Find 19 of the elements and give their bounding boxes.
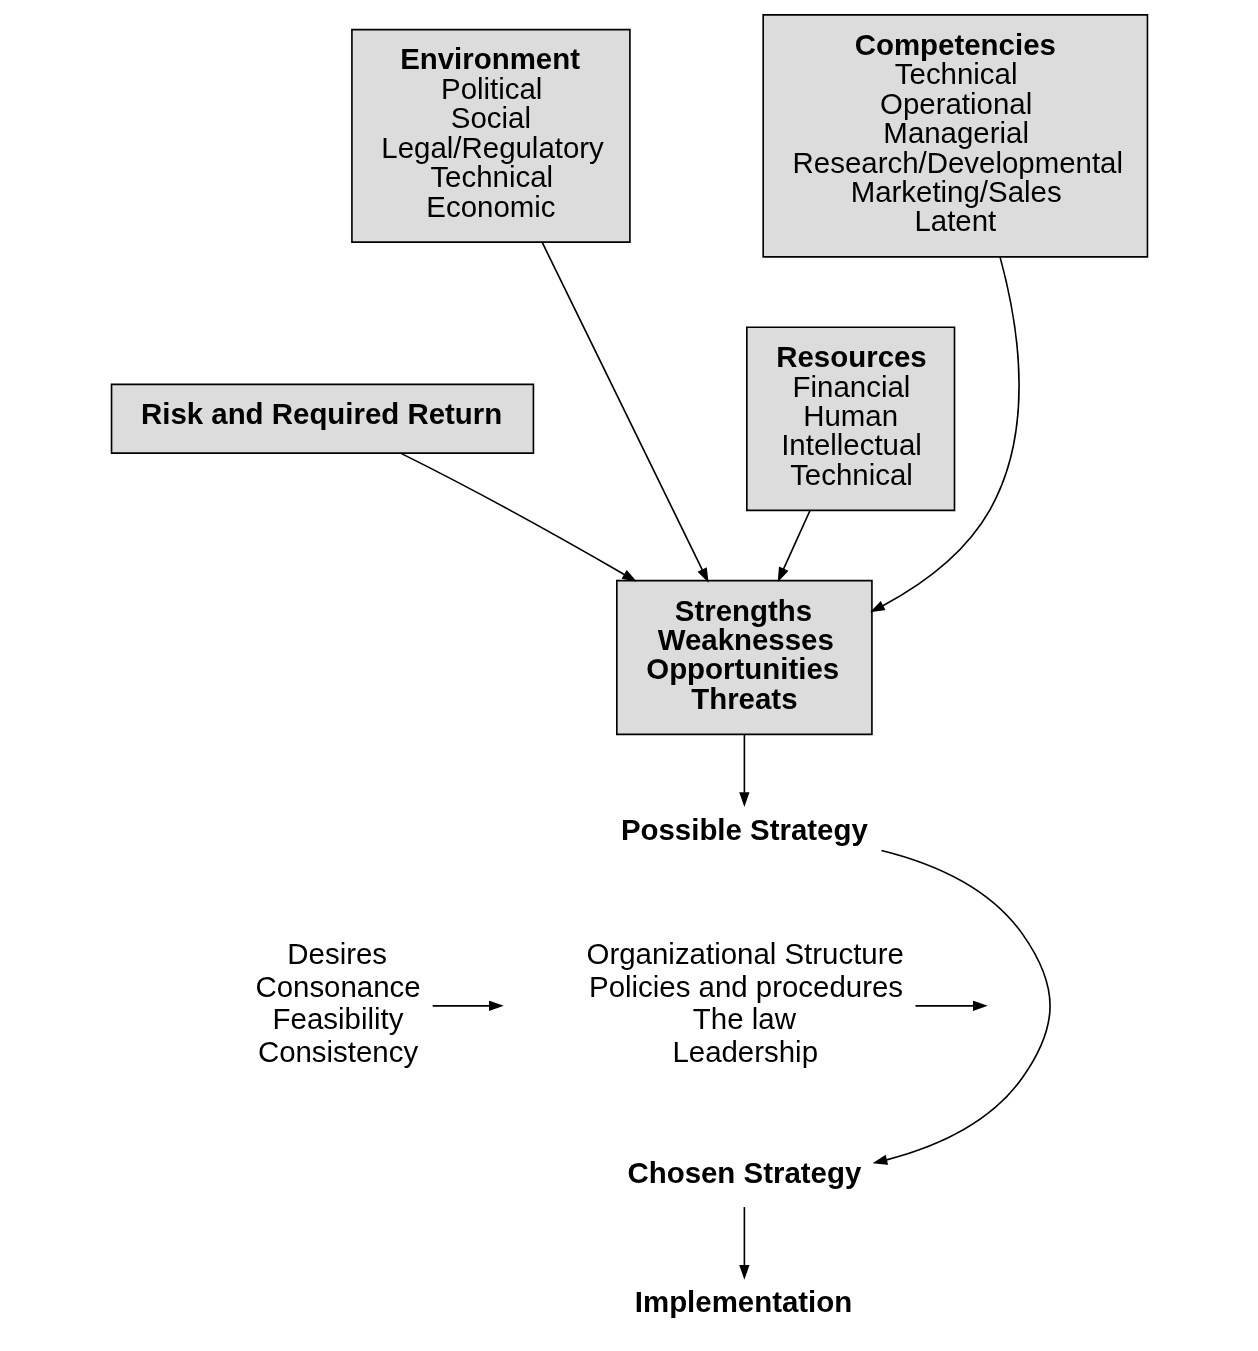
arrow — [399, 452, 637, 582]
arrow — [777, 509, 811, 583]
arrow — [540, 241, 709, 583]
node-box: Competencies Technical Operational Managerial Research/Developmental Marketing/Sales Latent — [761, 14, 1148, 258]
arrow — [914, 1000, 988, 1011]
arrow — [872, 849, 1051, 1165]
arrow — [738, 1206, 750, 1280]
node-text: Desires Consonance Feasibility Consistency — [254, 936, 421, 1069]
node-text: Organizational Structure Policies and procedures The law Leadership — [586, 936, 904, 1069]
node-box: Risk and Required Return — [110, 383, 534, 454]
node-box: Environment Political Social Legal/Regulatory Technical Economic — [350, 28, 631, 243]
node-text: Implementation — [634, 1285, 852, 1319]
arrow — [738, 733, 750, 807]
arrow — [431, 1000, 504, 1011]
node-text: Chosen Strategy — [626, 1156, 861, 1190]
arrow — [869, 256, 1020, 613]
node-box: Strengths Weaknesses Opportunities Threats — [615, 579, 873, 736]
node-box: Resources Financial Human Intellectual Technical — [745, 326, 955, 512]
node-text: Possible Strategy — [620, 812, 868, 846]
